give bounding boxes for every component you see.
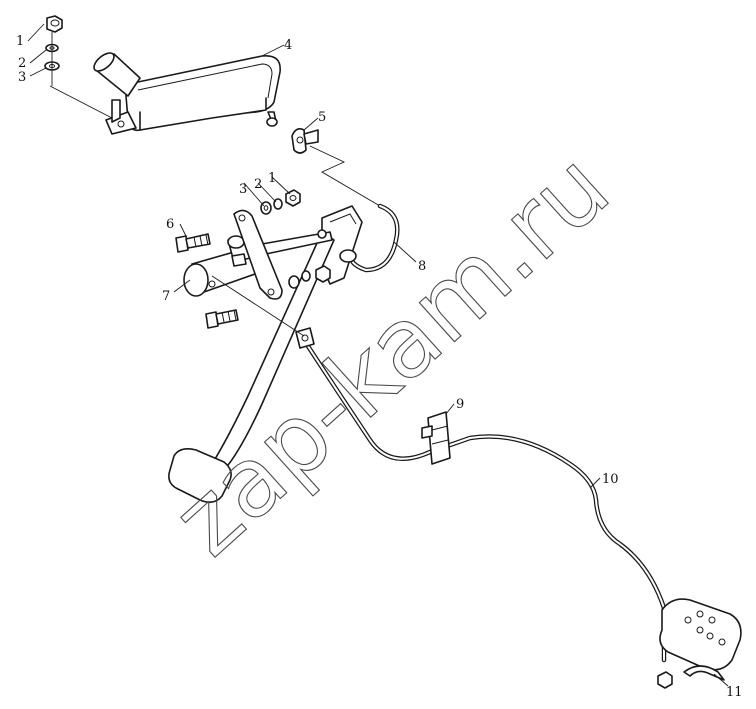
callout-2-middle: 2 (254, 177, 262, 192)
callout-8: 8 (418, 259, 426, 274)
watermark: zap-kam.ru (152, 131, 630, 577)
nut-lower (315, 265, 331, 283)
washers-lower (288, 270, 311, 289)
line-clip (421, 411, 451, 465)
callout-11: 11 (726, 685, 743, 700)
callout-10: 10 (602, 472, 619, 487)
callout-9: 9 (456, 397, 464, 412)
hydraulic-line (301, 337, 667, 663)
clutch-pedal (168, 231, 335, 504)
callout-5: 5 (318, 110, 326, 125)
bolt-upper (175, 233, 211, 253)
nut-top (46, 15, 63, 33)
line-fitting (295, 327, 315, 349)
hose-clamp (291, 128, 319, 154)
callout-3-top: 3 (18, 70, 26, 85)
reservoir-hose (349, 203, 400, 273)
reservoir-bracket (105, 99, 137, 135)
callout-1-top: 1 (16, 34, 24, 49)
callout-1-middle: 1 (268, 171, 276, 186)
bolt-lower (205, 309, 239, 329)
slave-cylinder-bracket (659, 598, 742, 671)
end-fitting (657, 671, 673, 689)
mounting-flange (233, 209, 283, 300)
callout-7: 7 (162, 289, 170, 304)
callout-3-middle: 3 (239, 182, 247, 197)
callout-6: 6 (166, 217, 174, 232)
lock-washer-middle (273, 198, 283, 210)
callout-2-top: 2 (18, 56, 26, 71)
callout-4: 4 (284, 38, 292, 53)
fluid-reservoir (93, 52, 281, 132)
